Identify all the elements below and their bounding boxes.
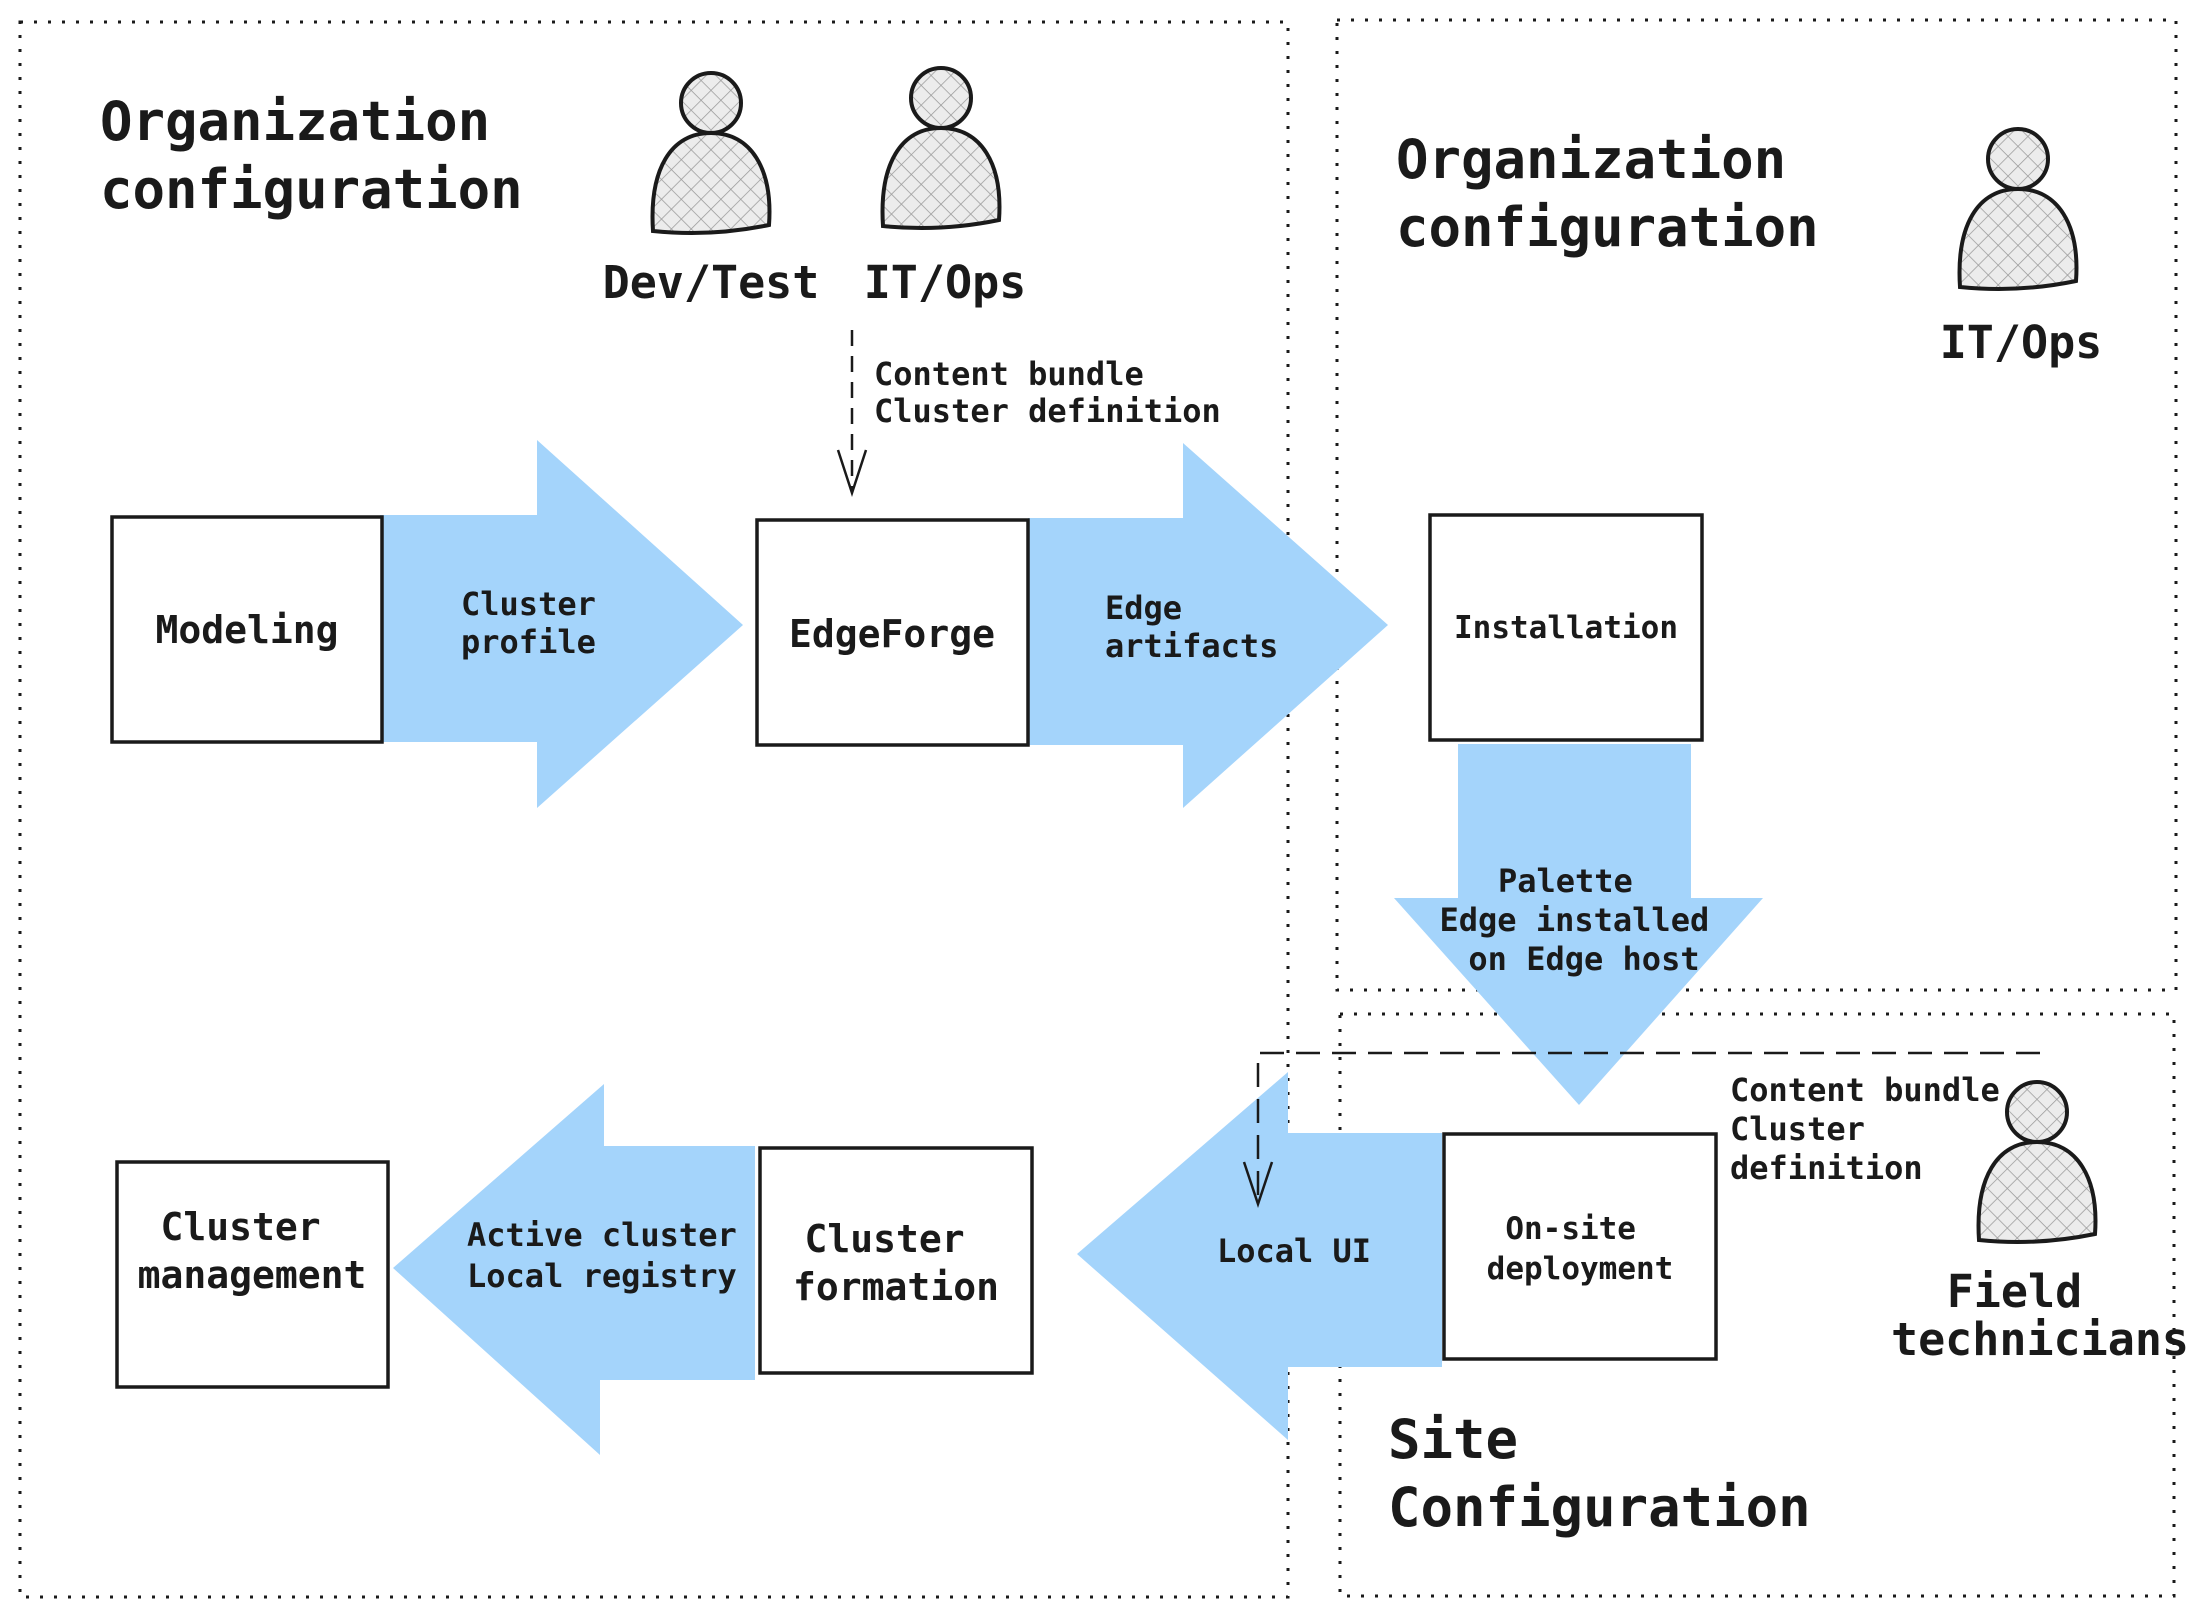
palette-edge-arrow — [1394, 744, 1763, 1105]
it-ops-right-person-icon — [1957, 127, 2079, 291]
cluster-formation-label-line: Cluster — [804, 1217, 964, 1261]
palette-edge-label-line: Edge installed — [1440, 901, 1710, 939]
palette-edge-label: Palette Edge installed on Edge host — [1440, 862, 1729, 978]
edge-artifacts-label: Edge artifacts — [1105, 589, 1278, 665]
installation-label: Installation — [1454, 610, 1678, 646]
it-ops-label: IT/Ops — [864, 256, 1027, 309]
active-cluster-arrow — [393, 1084, 755, 1455]
installation-box — [1428, 513, 1704, 742]
cluster-profile-arrow — [380, 440, 743, 808]
field-technicians-label: Field technicians — [1891, 1265, 2189, 1366]
dev-test-person-icon — [650, 71, 772, 235]
cluster-formation-box — [758, 1146, 1034, 1375]
field-technicians-label-line: Field — [1947, 1265, 2082, 1318]
cluster-formation-label: Cluster formation — [793, 1217, 999, 1309]
edge-artifacts-label-line: Edge — [1105, 589, 1182, 627]
local-ui-arrow — [1077, 1072, 1442, 1440]
palette-edge-label-line: on Edge host — [1468, 940, 1699, 978]
site-panel-title-line: Configuration — [1388, 1476, 1811, 1539]
right-top-panel-title-line: Organization — [1396, 128, 1786, 191]
right-top-panel-title: Organization configuration — [1396, 128, 1819, 259]
content-bundle-note-top: Content bundle Cluster definition — [874, 355, 1221, 430]
content-bundle-note-line: Cluster definition — [874, 392, 1221, 430]
content-bundle-note-line: definition — [1730, 1149, 1923, 1187]
it-ops-right-label: IT/Ops — [1940, 316, 2103, 369]
content-bundle-note-line: Cluster — [1730, 1110, 1865, 1148]
site-panel-title: Site Configuration — [1388, 1408, 1811, 1539]
left-panel-title-line: configuration — [100, 158, 523, 221]
cluster-formation-label-line: formation — [793, 1265, 999, 1309]
it-ops-person-icon — [880, 66, 1002, 230]
cluster-management-label-line: Cluster — [160, 1205, 320, 1249]
cluster-profile-label: Cluster profile — [461, 585, 615, 661]
content-bundle-note-line: Content bundle — [874, 355, 1144, 393]
site-panel-title-line: Site — [1388, 1408, 1518, 1471]
content-bundle-note-site: Content bundle Cluster definition — [1730, 1071, 2019, 1187]
left-panel-title-line: Organization — [100, 90, 490, 153]
active-cluster-label-line: Active cluster — [467, 1216, 737, 1254]
edge-artifacts-arrow — [1028, 443, 1388, 808]
edgeforge-label: EdgeForge — [789, 612, 995, 656]
cluster-profile-label-line: Cluster — [461, 585, 596, 623]
on-site-deployment-label-line: deployment — [1487, 1251, 1674, 1287]
dev-test-label: Dev/Test — [603, 256, 820, 309]
right-top-panel-border — [1335, 18, 2178, 992]
on-site-deployment-label: On-site deployment — [1487, 1211, 1674, 1287]
content-bundle-note-line: Content bundle — [1730, 1071, 2000, 1109]
palette-edge-label-line: Palette — [1498, 862, 1633, 900]
right-top-panel-title-line: configuration — [1396, 196, 1819, 259]
field-technicians-label-line: technicians — [1891, 1313, 2189, 1366]
cluster-management-label: Cluster management — [138, 1205, 367, 1297]
site-content-dashed-arrow — [1242, 1051, 2040, 1208]
cluster-profile-label-line: profile — [461, 623, 596, 661]
local-ui-label: Local UI — [1217, 1232, 1371, 1270]
cluster-management-label-line: management — [138, 1253, 367, 1297]
edgeforge-box — [755, 518, 1030, 747]
on-site-deployment-label-line: On-site — [1505, 1211, 1636, 1247]
modeling-label: Modeling — [155, 608, 338, 652]
active-cluster-label: Active cluster Local registry — [467, 1216, 756, 1295]
left-panel-title: Organization configuration — [100, 90, 523, 221]
edge-artifacts-label-line: artifacts — [1105, 627, 1278, 665]
content-bundle-dashed-arrow — [836, 330, 868, 498]
cluster-management-box — [115, 1160, 390, 1389]
active-cluster-label-line: Local registry — [467, 1257, 737, 1295]
on-site-deployment-box — [1442, 1132, 1718, 1361]
modeling-box — [110, 515, 384, 744]
